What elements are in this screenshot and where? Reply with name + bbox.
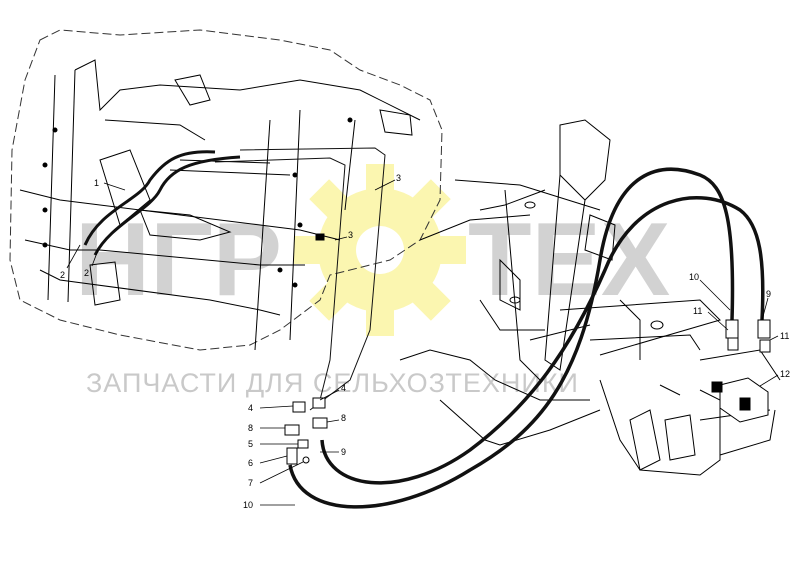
hose-2b [93,155,241,256]
hydraulic-lines [83,147,765,509]
watermark-logo-left: ΗΓΡ [75,202,282,318]
left-panel [9,29,443,351]
hose-9 [320,196,765,485]
right-frame [399,119,781,476]
callout-8a: 8 [248,423,253,433]
fitting-11c [727,337,739,351]
callout-12: 12 [780,369,790,379]
watermark: ΗΓΡ ΤΕΧ ЗАПЧАСТИ ДЛЯ СЕЛЬХОЗТЕХНИКИ [75,164,670,398]
callout-6: 6 [248,458,253,468]
fitting-4a [292,401,306,413]
fitting-11b [757,319,771,339]
callout-7: 7 [248,478,253,488]
leader-lines [66,179,779,506]
callout-9b: 9 [766,289,771,299]
rigid-tube-3a [214,157,346,401]
fitting-6 [286,447,298,465]
fitting-5 [297,439,309,449]
fitting-7 [302,456,310,464]
callout-10a: 10 [243,500,253,510]
fitting-11a [725,319,739,339]
fitting-4b [312,397,326,409]
callout-3a: 3 [396,173,401,183]
callouts: 1 2 2 3 3 4 4 8 8 5 6 7 10 9 10 11 9 11 … [60,173,790,510]
fitting-8b [312,417,328,429]
callout-4a: 4 [248,403,253,413]
callout-2a: 2 [60,270,65,280]
fitting-8a [284,424,300,436]
callout-3b: 3 [348,230,353,240]
hose-2a [83,150,216,246]
fittings [284,319,771,465]
callout-11b: 11 [780,331,789,341]
callout-9a: 9 [341,447,346,457]
callout-11a: 11 [693,306,702,316]
callout-4b: 4 [341,383,346,393]
callout-5: 5 [248,439,253,449]
callout-8b: 8 [341,413,346,423]
fitting-11d [759,339,771,353]
callout-10b: 10 [689,272,699,282]
callout-1: 1 [94,178,99,188]
rigid-tube-3b [239,147,386,411]
callout-2b: 2 [84,268,89,278]
